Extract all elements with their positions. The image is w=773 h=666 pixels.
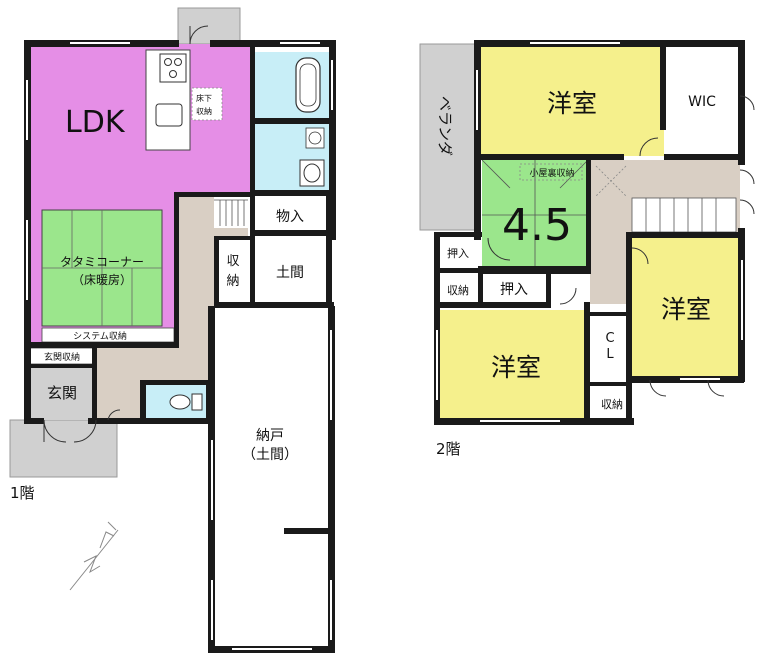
genkan-label: 玄関 — [47, 384, 77, 402]
washbasin-icon — [299, 159, 325, 187]
tatami-size-label: 4.5 — [502, 200, 572, 251]
storage-label-2: 納 — [226, 274, 239, 289]
oshiire-small-label: 押入 — [447, 246, 469, 260]
staircase-icon-2f — [631, 197, 737, 233]
storage-closet — [218, 238, 248, 302]
attic-label: 小屋裏収納 — [529, 167, 574, 179]
storage-bottom — [594, 386, 632, 418]
underfloor-label-1: 床下 — [196, 93, 212, 103]
wic-label: WIC — [688, 94, 716, 110]
genkan — [28, 364, 96, 420]
cl-label-c: C — [605, 331, 614, 346]
floor-1-caption: 1階 — [10, 484, 35, 502]
windows-floor-2 — [436, 42, 743, 422]
floor-1-plan: LDK 床下 収納 タタミコーナー （床暖房） システム収納 玄関収納 玄関 物… — [9, 7, 336, 653]
western-right-label: 洋室 — [661, 295, 711, 324]
doma-room — [254, 236, 326, 306]
back-terrace — [177, 7, 241, 45]
nando-sub-label: （土間） — [242, 447, 298, 463]
bathtub-icon — [295, 57, 321, 113]
western-bottom-label: 洋室 — [491, 353, 541, 382]
doma-label: 土間 — [276, 265, 304, 281]
ldk-label: LDK — [65, 105, 126, 140]
oshiire — [482, 274, 546, 304]
veranda-label: ベランダ — [436, 96, 454, 156]
toilet-icon — [169, 393, 203, 411]
storage-small — [440, 274, 476, 304]
western-room-right — [632, 238, 740, 378]
doors-floor-2 — [487, 95, 755, 397]
monoire-closet — [254, 200, 326, 230]
western-room-bottom — [440, 310, 588, 418]
windows-floor-1 — [26, 42, 333, 650]
cl-label-l: L — [606, 347, 614, 362]
storage-bottom-label: 収納 — [601, 398, 623, 411]
tatami-sub-label: （床暖房） — [72, 272, 132, 287]
storage-label-1: 収 — [226, 254, 239, 269]
nando-label: 納戸 — [256, 428, 284, 444]
underfloor-storage — [191, 87, 223, 121]
washer-icon — [305, 127, 325, 149]
kitchen-stove-icon — [159, 53, 187, 83]
entrance-porch — [9, 419, 118, 478]
western-top-label: 洋室 — [547, 89, 597, 118]
underfloor-label-2: 収納 — [196, 106, 212, 116]
wic-room — [668, 44, 738, 156]
floor-2-caption: 2階 — [436, 440, 461, 458]
compass-north-icon — [69, 521, 119, 591]
tatami-label: タタミコーナー — [60, 255, 144, 269]
attic-storage-hatch — [519, 163, 583, 181]
cl-closet — [594, 316, 626, 376]
floor-2-plan: ベランダ 洋室 WIC 小屋裏収納 4.5 押入 収納 押入 洋室 C L 洋室… — [419, 40, 755, 458]
oshiire-label: 押入 — [500, 282, 528, 298]
western-room-top — [480, 44, 664, 156]
veranda — [419, 43, 477, 231]
genkan-storage-label: 玄関収納 — [44, 351, 80, 363]
staircase-icon — [214, 199, 248, 226]
system-storage-label: システム収納 — [73, 330, 127, 342]
doors-floor-1 — [43, 25, 209, 443]
oshiire-small — [440, 236, 476, 268]
storage-small-label: 収納 — [447, 284, 469, 297]
kitchen-sink-icon — [155, 103, 183, 127]
monoire-label: 物入 — [276, 209, 304, 225]
